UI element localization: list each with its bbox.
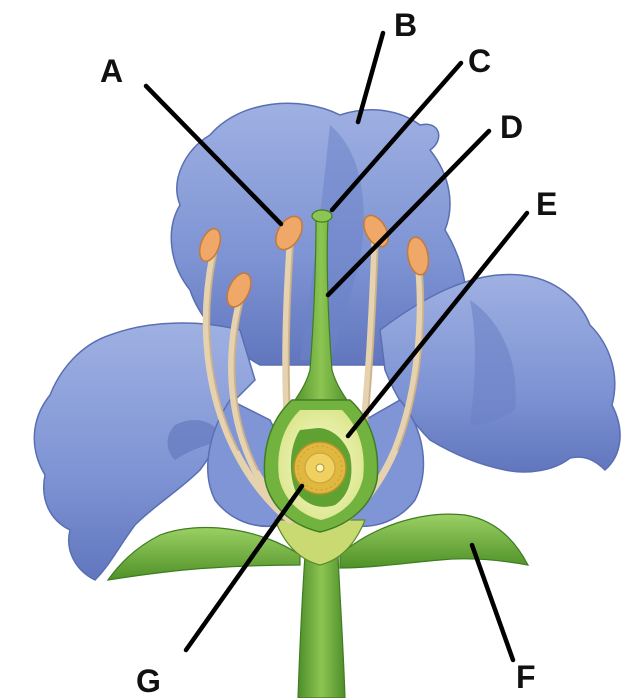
leader-b: [358, 33, 383, 122]
label-e: E: [536, 186, 557, 222]
label-d: D: [500, 109, 523, 145]
stigma: [312, 210, 332, 222]
label-b: B: [394, 7, 417, 43]
label-c: C: [468, 43, 491, 79]
ovule-core: [316, 464, 324, 472]
leaf-left: [108, 528, 300, 580]
label-g: G: [136, 663, 161, 698]
label-a: A: [100, 53, 123, 89]
stem: [298, 555, 345, 698]
label-f: F: [516, 659, 536, 695]
